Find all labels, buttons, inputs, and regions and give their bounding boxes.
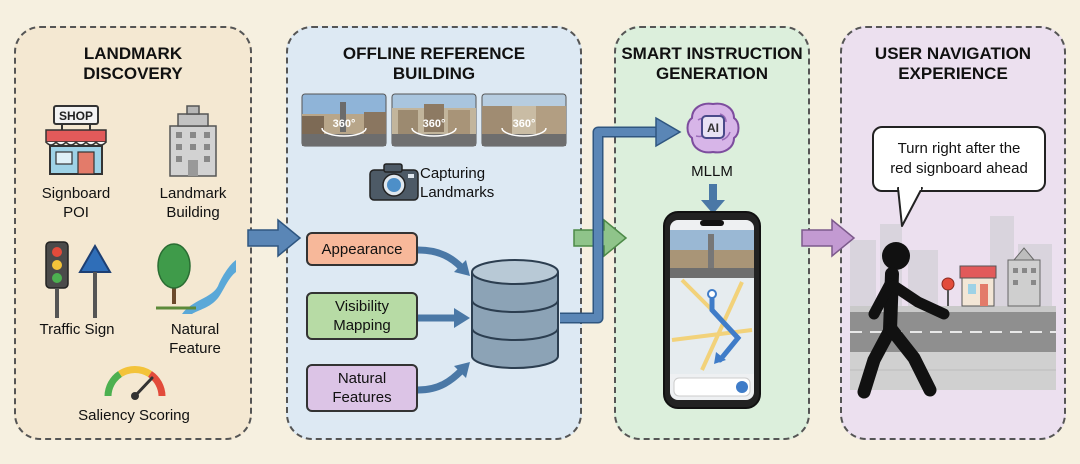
appearance-box: Appearance xyxy=(306,232,418,266)
camera-icon xyxy=(369,163,419,201)
signboard-poi-label: Signboard POI xyxy=(41,185,111,221)
svg-text:SHOP: SHOP xyxy=(59,109,93,123)
walking-person-icon xyxy=(857,242,950,399)
natural-feature-label: Natural Feature xyxy=(169,321,221,357)
landmark-discovery-title: LANDMARK DISCOVERY xyxy=(83,44,183,83)
speech-bubble-tail xyxy=(897,186,923,227)
building-icon xyxy=(169,105,217,177)
mllm-to-phone-arrow xyxy=(701,184,725,214)
visibility-mapping-box: Visibility Mapping xyxy=(306,292,418,340)
saliency-scoring-label: Saliency Scoring xyxy=(78,407,190,424)
smartphone-map-icon xyxy=(663,211,761,409)
svg-text:360°: 360° xyxy=(333,118,356,130)
natural-features-box: Natural Features xyxy=(306,364,418,412)
svg-text:360°: 360° xyxy=(423,118,446,130)
gauge-icon xyxy=(104,365,166,400)
panorama-image-3: 360° xyxy=(481,93,567,147)
ai-brain-icon: AI xyxy=(686,102,740,154)
arrow-instruction-to-navigation xyxy=(801,218,856,258)
traffic-sign-icon xyxy=(45,241,112,318)
landmark-building-label: Landmark Building xyxy=(159,185,227,221)
panorama-image-2: 360° xyxy=(391,93,477,147)
mllm-label: MLLM xyxy=(691,163,733,180)
panorama-image-1: 360° xyxy=(301,93,387,147)
smart-instruction-title: SMART INSTRUCTION GENERATION xyxy=(621,44,803,83)
arrow-discovery-to-offline xyxy=(247,218,302,258)
offline-reference-title: OFFLINE REFERENCE BUILDING xyxy=(342,44,526,83)
user-navigation-title: USER NAVIGATION EXPERIENCE xyxy=(874,44,1032,83)
svg-text:AI: AI xyxy=(707,121,719,135)
shop-icon: SHOP xyxy=(45,105,107,175)
instruction-speech-bubble: Turn right after the red signboard ahead xyxy=(872,126,1046,192)
database-icon xyxy=(471,259,559,369)
traffic-sign-label: Traffic Sign xyxy=(39,321,115,338)
tree-river-icon xyxy=(156,243,236,314)
svg-text:360°: 360° xyxy=(513,118,536,130)
capturing-landmarks-label: Capturing Landmarks xyxy=(420,165,495,201)
